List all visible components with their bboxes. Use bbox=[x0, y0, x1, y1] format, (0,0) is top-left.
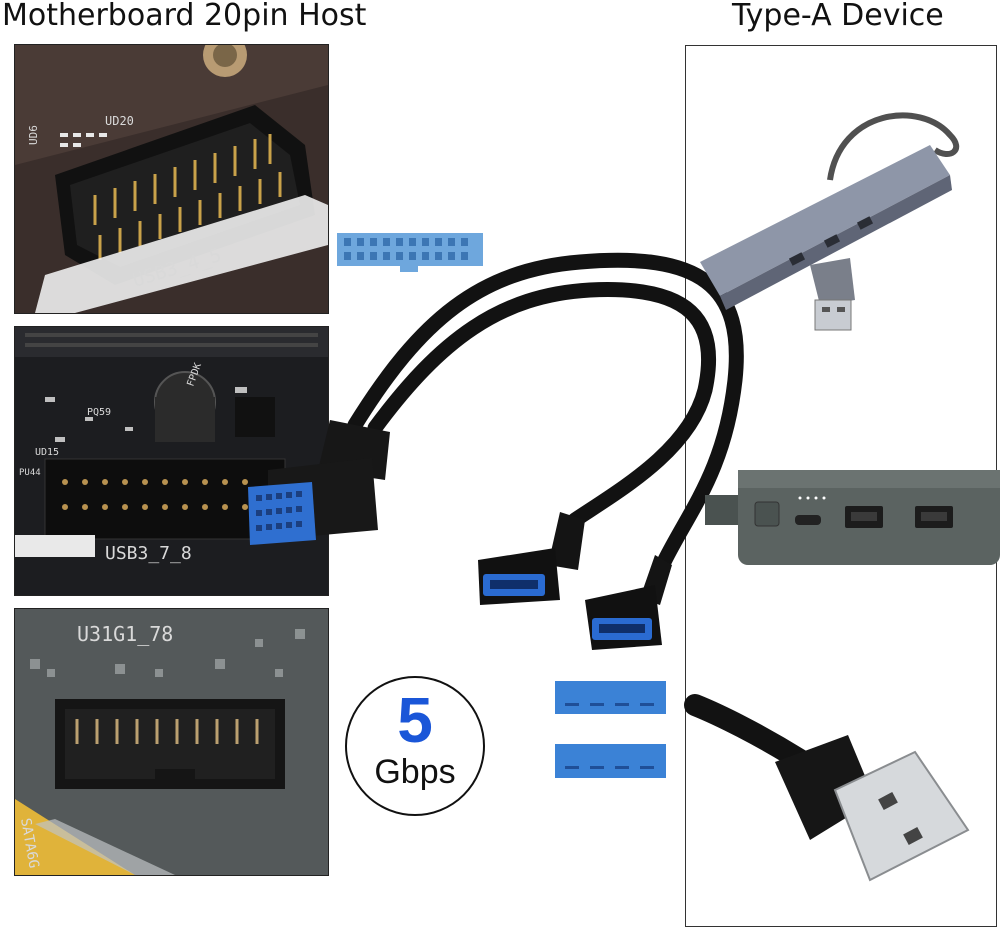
usb-a-female-port-left bbox=[478, 512, 585, 605]
motherboard-photo-2: USB3_7_8 PQ59 UD15 PU44 FPDK bbox=[14, 326, 329, 596]
motherboard-photo-3: U31G1_78 SATA6G bbox=[14, 608, 329, 876]
usb-a-port-icon-2 bbox=[555, 744, 666, 778]
device-heading: Type-A Device bbox=[732, 0, 944, 33]
silkscreen-ud6: UD6 bbox=[27, 125, 40, 145]
device-panel bbox=[685, 45, 997, 927]
pin-header-icon bbox=[337, 233, 483, 272]
silkscreen-pu44: PU44 bbox=[19, 468, 41, 478]
usb-a-female-port-right bbox=[585, 555, 672, 650]
host-heading: Motherboard 20pin Host bbox=[2, 0, 367, 33]
speed-badge: 5 Gbps bbox=[345, 676, 485, 816]
silkscreen-u31g1-78: U31G1_78 bbox=[77, 622, 173, 646]
y-cable bbox=[347, 252, 744, 568]
speed-unit: Gbps bbox=[374, 753, 456, 791]
speed-value: 5 bbox=[397, 684, 433, 756]
silkscreen-ud15: UD15 bbox=[35, 447, 59, 458]
silkscreen-usb3-7-8: USB3_7_8 bbox=[105, 543, 192, 564]
usb-a-port-icon-1 bbox=[555, 681, 666, 714]
silkscreen-ud20: UD20 bbox=[105, 114, 134, 128]
motherboard-photo-1: USB3_4_5 UD6 UD20 bbox=[14, 44, 329, 314]
silkscreen-pq59: PQ59 bbox=[87, 407, 111, 418]
